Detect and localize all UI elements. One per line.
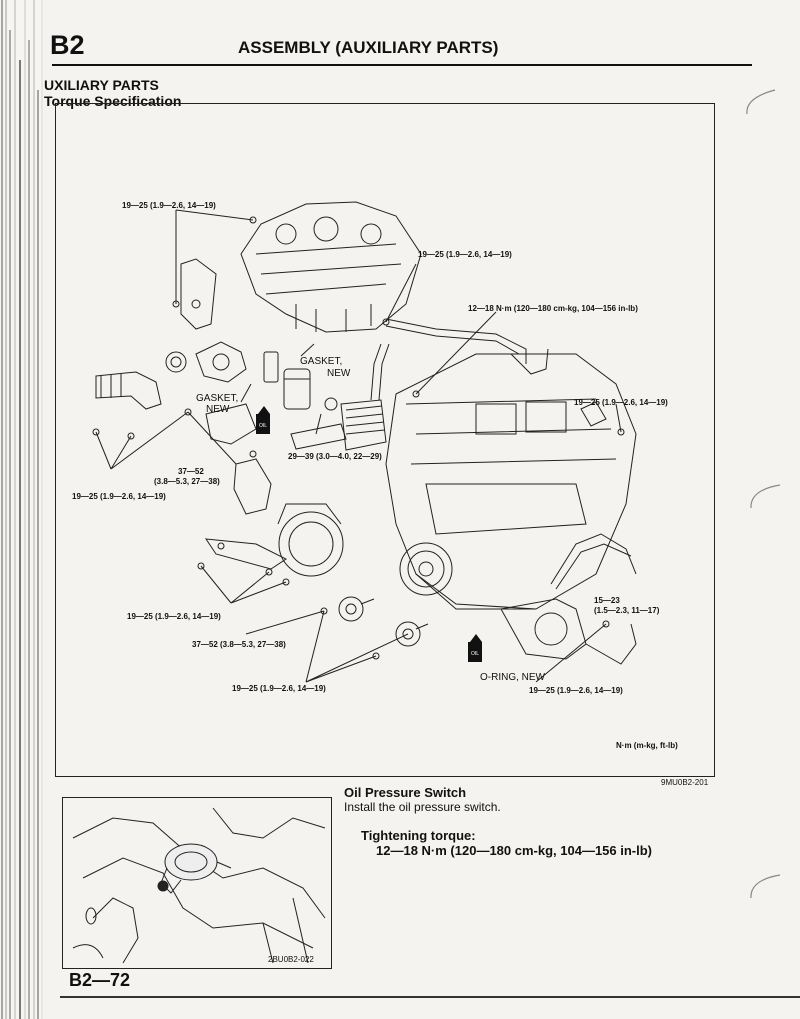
svg-text:OIL: OIL (259, 423, 267, 429)
torque-label: 19—25 (1.9—2.6, 14—19) (72, 492, 166, 501)
figure-id: 2BU0B2-022 (268, 955, 314, 964)
units-legend: N·m (m-kg, ft-lb) (616, 741, 678, 750)
oil-can-icon: OIL (256, 406, 270, 434)
section-subtitle: UXILIARY PARTS (44, 77, 159, 93)
punch-hole-icon (750, 874, 781, 899)
torque-label: 19—25 (1.9—2.6, 14—19) (574, 398, 668, 407)
torque-label: 29—39 (3.0—4.0, 22—29) (288, 452, 382, 461)
gasket-label: GASKET, (196, 393, 239, 404)
oil-can-icon: OIL (468, 634, 482, 662)
torque-label: 15—23 (594, 596, 620, 605)
page-number: B2—72 (69, 970, 131, 990)
gasket-label-new: NEW (206, 404, 230, 415)
torque-label: 19—25 (1.9—2.6, 14—19) (127, 612, 221, 621)
binder-edge (0, 0, 44, 1019)
torque-label: (1.5—2.3, 11—17) (594, 606, 660, 615)
torque-label: 37—52 (3.8—5.3, 27—38) (192, 640, 286, 649)
engine-exploded-diagram: OIL OIL (92, 201, 637, 683)
section-code: B2 (50, 30, 85, 60)
gasket-label: GASKET, (300, 356, 343, 367)
page-title: ASSEMBLY (AUXILIARY PARTS) (238, 38, 499, 57)
footer-rule (60, 996, 800, 998)
torque-label: 12—18 N·m (120—180 cm-kg, 104—156 in-lb) (468, 304, 638, 313)
oring-label: O-RING, NEW (480, 672, 545, 683)
torque-label: 19—25 (1.9—2.6, 14—19) (529, 686, 623, 695)
svg-text:OIL: OIL (471, 651, 479, 657)
torque-label: 19—25 (1.9—2.6, 14—19) (418, 250, 512, 259)
oil-pressure-switch-figure: 2BU0B2-022 (62, 797, 332, 969)
procedure-title: Oil Pressure Switch (344, 785, 467, 800)
punch-hole-icon (750, 484, 781, 509)
header-rule (52, 64, 752, 66)
torque-label: 19—25 (1.9—2.6, 14—19) (122, 201, 216, 210)
tightening-torque-label: Tightening torque: (361, 828, 476, 843)
gasket-label-new: NEW (327, 368, 351, 379)
procedure-instruction: Install the oil pressure switch. (344, 800, 501, 814)
tightening-torque-value: 12—18 N·m (120—180 cm-kg, 104—156 in-lb) (376, 843, 653, 858)
torque-label: 19—25 (1.9—2.6, 14—19) (232, 684, 326, 693)
punch-hole-icon (746, 89, 776, 115)
oil-pressure-switch-illustration (72, 807, 326, 964)
exploded-diagram-frame: OIL OIL 19—25 (1.9—2.6, 14—19) 19—25 (1.… (55, 103, 715, 777)
subsection-title: Torque Specification (44, 93, 182, 109)
figure-id: 9MU0B2-201 (661, 778, 709, 787)
torque-label: (3.8—5.3, 27—38) (154, 477, 220, 486)
torque-label: 37—52 (178, 467, 204, 476)
